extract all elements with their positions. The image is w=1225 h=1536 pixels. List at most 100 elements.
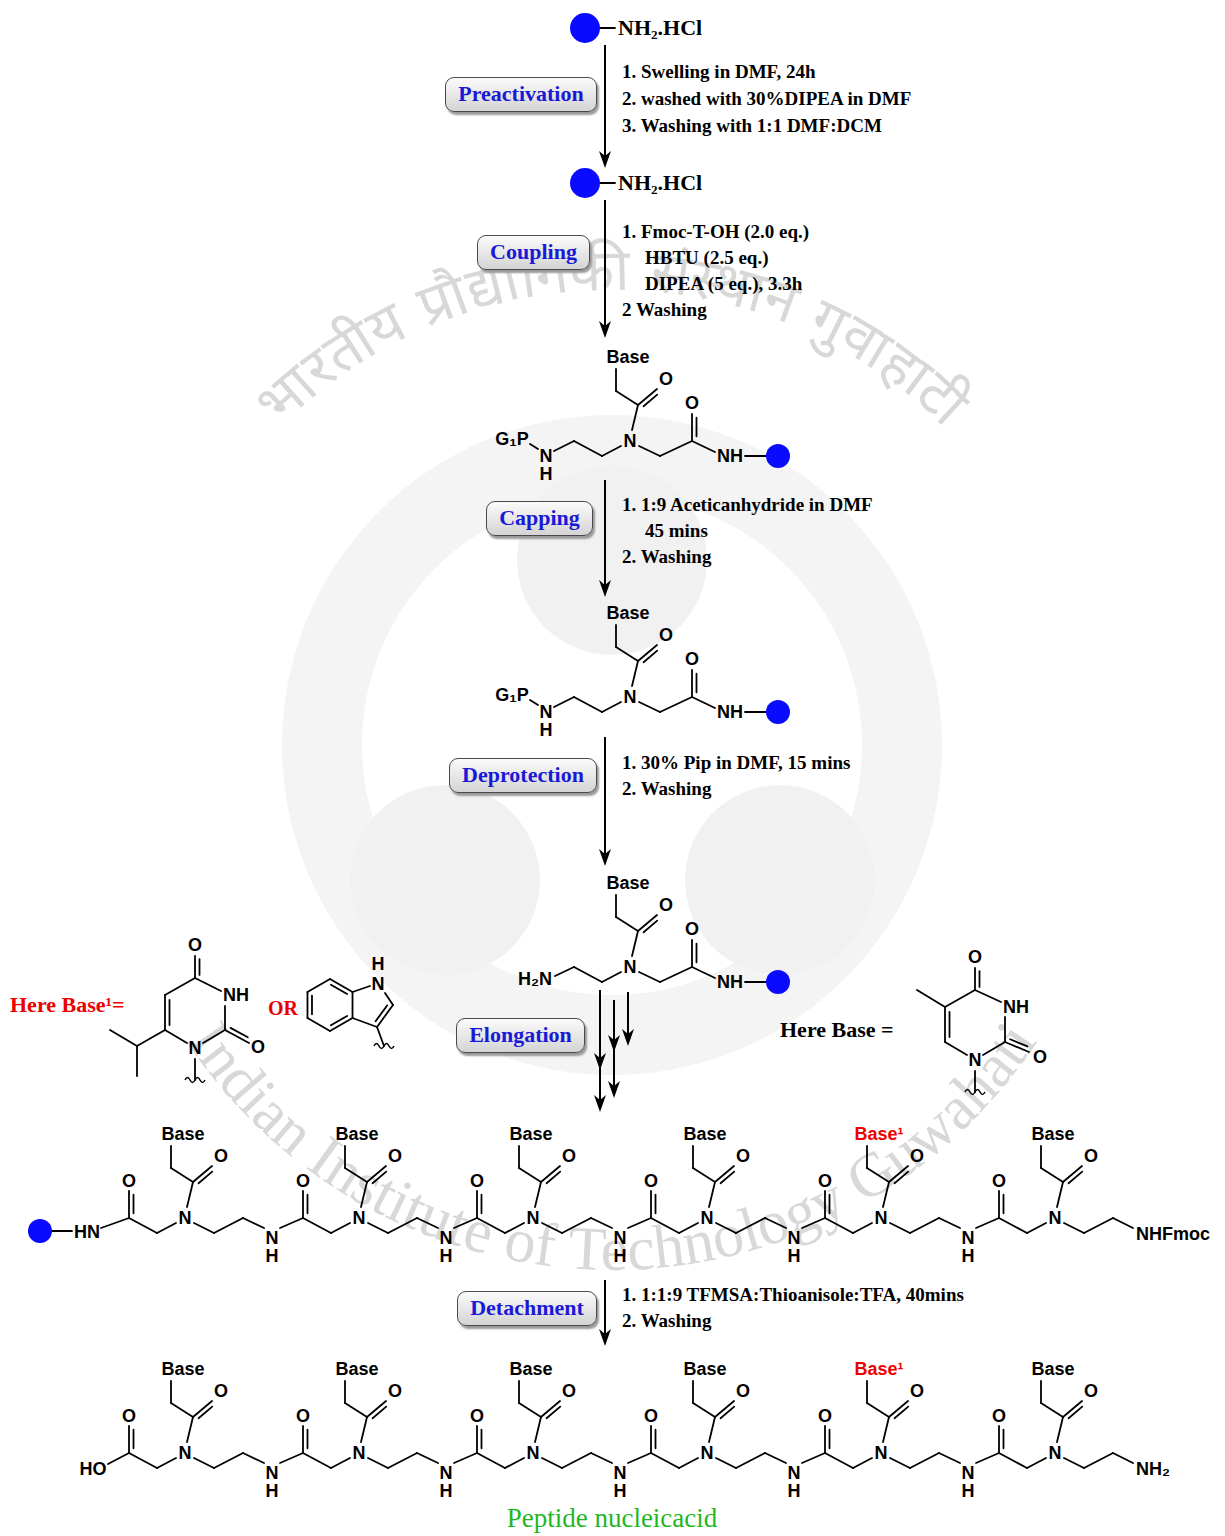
bond [187, 1417, 193, 1442]
reaction-arrow [622, 992, 634, 1046]
stage-box: Capping [486, 501, 593, 536]
bond [692, 441, 715, 452]
bond [368, 1223, 388, 1233]
product-caption: Peptide nucleicacid [507, 1503, 718, 1534]
atom-label: H [266, 1481, 279, 1502]
bond [199, 1172, 213, 1184]
bond [518, 1146, 520, 1168]
bond [615, 369, 617, 391]
atom-label: H₂N [518, 969, 552, 990]
atom-label: O [562, 1381, 576, 1402]
atom-label: O [992, 1171, 1006, 1192]
bond [591, 1218, 612, 1228]
bond [939, 1218, 960, 1228]
atom-label: N [372, 974, 385, 995]
bond [203, 1030, 225, 1043]
bond [1064, 1458, 1084, 1468]
bond [639, 702, 660, 712]
bond [616, 391, 638, 405]
condition-text: 1. 30% Pip in DMF, 15 mins [622, 752, 850, 774]
atom-label: N [540, 446, 553, 467]
bond [417, 1453, 438, 1463]
bond [802, 1453, 825, 1463]
bond [133, 1430, 135, 1449]
atom-label: N [353, 1443, 366, 1464]
conjunction-text: OR [268, 997, 298, 1020]
wavy-bond [374, 1044, 394, 1049]
bond [632, 661, 638, 686]
bond [345, 1403, 367, 1417]
bond [388, 1453, 417, 1468]
bond [554, 441, 574, 451]
bond [736, 1218, 765, 1233]
resin-label: NH₂.HCl [618, 15, 702, 41]
stage-title: Coupling [490, 240, 577, 264]
atom-label: Base [1031, 1359, 1074, 1380]
bond [535, 1182, 541, 1207]
bond [52, 1230, 72, 1232]
bond [615, 625, 617, 647]
bond [477, 1218, 505, 1233]
bond [1041, 1168, 1063, 1182]
bond [157, 1223, 176, 1233]
bond [736, 1453, 765, 1468]
atom-label: Base [683, 1359, 726, 1380]
bond [644, 395, 658, 407]
atom-label: N [179, 1208, 192, 1229]
condition-text: 1. 1:9 Aceticanhydride in DMF [622, 494, 873, 516]
bond [385, 993, 393, 1005]
atom-label: Base [1031, 1124, 1074, 1145]
bond [303, 1218, 331, 1233]
bond [632, 931, 638, 956]
bond [129, 1453, 157, 1468]
resin-label: NH₂.HCl [618, 170, 702, 196]
bond [939, 1453, 960, 1463]
bond [651, 1218, 679, 1233]
bond [895, 1172, 909, 1184]
atom-label: O [122, 1171, 136, 1192]
atom-label: O [736, 1146, 750, 1167]
bond [979, 971, 981, 987]
bond [1084, 1218, 1113, 1233]
bond [530, 444, 538, 449]
bond [660, 441, 692, 456]
bond [853, 1458, 872, 1468]
bond [476, 1426, 478, 1452]
atom-label: N [701, 1208, 714, 1229]
bond [628, 1453, 651, 1463]
bond [169, 1000, 171, 1025]
bond [745, 455, 766, 457]
watermark-text: Indian Institute of Technology Guwahati [176, 1010, 1049, 1284]
bond [600, 27, 615, 29]
arrow-head [599, 321, 611, 338]
reaction-arrow [599, 45, 611, 168]
atom-label: O [818, 1171, 832, 1192]
bond [999, 1453, 1027, 1468]
bond [945, 1042, 967, 1055]
atom-label: NH [717, 702, 743, 723]
atom-label: Base [335, 1124, 378, 1145]
atom-label: N [788, 1228, 801, 1249]
atom-label: H [788, 1481, 801, 1502]
reaction-arrow [599, 737, 611, 866]
condition-text: 1. Swelling in DMF, 24h [622, 61, 816, 83]
reaction-arrow [608, 1000, 620, 1098]
bond [650, 1426, 652, 1452]
condition-text: 2 Washing [622, 299, 707, 321]
arrow-shaft [604, 45, 606, 158]
bond [998, 1191, 1000, 1217]
atom-label: Base [683, 1124, 726, 1145]
stage-box: Elongation [456, 1018, 585, 1053]
atom-label: H [614, 1246, 627, 1267]
bond [307, 1195, 309, 1214]
atom-label: N [614, 1228, 627, 1249]
bond [745, 711, 766, 713]
atom-label: O [388, 1381, 402, 1402]
atom-label: H [440, 1481, 453, 1502]
condition-text: HBTU (2.5 eq.) [645, 247, 769, 269]
bond [616, 917, 638, 931]
bond [280, 1453, 303, 1463]
atom-label: O [388, 1146, 402, 1167]
bond [377, 1027, 384, 1046]
bond [542, 1458, 562, 1468]
